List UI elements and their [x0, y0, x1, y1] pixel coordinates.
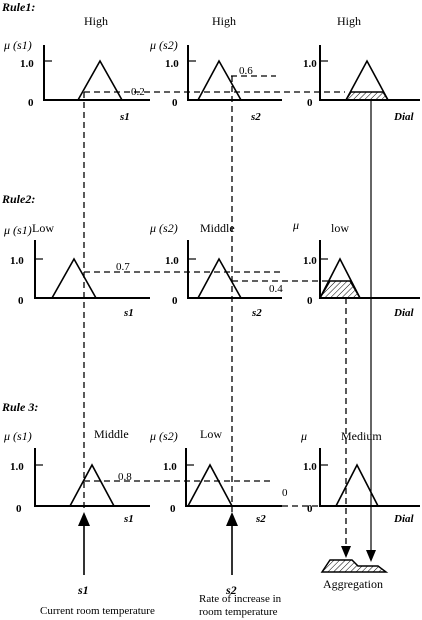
rule1-dial-high-membership: [345, 59, 389, 101]
rule1-s2-mu-label: μ (s2): [149, 38, 178, 52]
rule3-s2-mu-label: μ (s2): [149, 429, 178, 443]
rule2-s1-zero-tick: 0: [18, 295, 24, 307]
rule2-dial-axis-label: Dial: [393, 307, 415, 319]
rule2-dial-low-membership: [319, 257, 361, 299]
rule1-dial-one-tick: 1.0: [303, 58, 317, 70]
rule3-dial-zero-tick: 0: [307, 503, 313, 515]
rule1-s1-high-membership: [77, 59, 123, 101]
rule1-s1-mu-label: μ (s1): [3, 38, 32, 52]
s1-input-arrowhead: [78, 512, 90, 526]
rule3-dial-set-label: Medium: [341, 429, 382, 443]
rule3-s1-mu-label: μ (s1): [3, 429, 32, 443]
rule3-min-value: 0: [282, 487, 288, 499]
rule1-s1-axes: [43, 45, 150, 101]
rule2-min-value: 0.4: [269, 283, 283, 295]
rule1-min-value: 0.2: [131, 86, 145, 98]
rule2-dial-clipped-area: [318, 280, 362, 299]
rule2-s2-middle-membership: [197, 257, 242, 299]
rule3-dial-mu-label: μ: [300, 429, 307, 443]
rule3-s2-axis-label: s2: [255, 513, 266, 525]
rule2-dial-zero-tick: 0: [307, 295, 313, 307]
rule1-s2-axis-label: s2: [250, 111, 261, 123]
aggregated-output-shape: [320, 559, 389, 573]
rule1-s2-one-tick: 1.0: [165, 58, 179, 70]
s2-input-caption-line2: room temperature: [199, 606, 278, 618]
rule2-s1-mu-label: μ (s1): [3, 223, 32, 237]
s2-input-label: s2: [225, 583, 237, 597]
aggregation-label: Aggregation: [323, 577, 383, 591]
rule1-dial-set-label: High: [337, 14, 361, 28]
rule2-s1-axis-label: s1: [123, 307, 134, 319]
rule2-s2-one-tick: 1.0: [165, 255, 179, 267]
s1-input-label: s1: [77, 583, 89, 597]
rule2-dial-set-label: low: [331, 221, 349, 235]
rule2-dial-one-tick: 1.0: [303, 255, 317, 267]
rule3-dial-medium-membership: [335, 463, 379, 507]
rule3-s2-set-label: Low: [200, 427, 222, 441]
s2-input-caption-line1: Rate of increase in: [199, 593, 282, 605]
rule1-s2-set-label: High: [212, 14, 236, 28]
rule1-s1-set-label: High: [84, 14, 108, 28]
rule3-s2-one-tick: 1.0: [163, 461, 177, 473]
rule1-aggregation-arrowhead: [366, 550, 376, 562]
rule1-s1-axis-label: s1: [119, 111, 130, 123]
rule1-label: Rule1:: [1, 0, 35, 14]
rule3-s2-axes: [185, 448, 282, 507]
s1-input-caption: Current room temperature: [40, 605, 155, 617]
rule3-s2-low-membership: [187, 463, 233, 507]
rule2-label: Rule2:: [1, 192, 35, 206]
rule2-s2-set-label: Middle: [200, 221, 235, 235]
rule2-s2-mu-label: μ (s2): [149, 221, 178, 235]
rule1-dial-axis-label: Dial: [393, 111, 415, 123]
rule1-s2-axes: [187, 45, 282, 101]
rule2-s1-one-tick: 1.0: [10, 255, 24, 267]
rule1-dial-clipped-area: [344, 91, 390, 101]
rule3-label: Rule 3:: [1, 400, 38, 414]
rule3-dial-one-tick: 1.0: [303, 461, 317, 473]
rule1-s1-zero-tick: 0: [28, 97, 34, 109]
rule1-s2-cut-value: 0.6: [239, 65, 253, 77]
rule1-dial-zero-tick: 0: [307, 97, 313, 109]
rule2-s2-axis-label: s2: [251, 307, 262, 319]
rule3-dial-axis-label: Dial: [393, 513, 415, 525]
rule2-s1-cut-value: 0.7: [116, 261, 130, 273]
rule3-s1-cut-value: 0.8: [118, 471, 132, 483]
rule3-s1-one-tick: 1.0: [10, 461, 24, 473]
rule3-s1-axes: [34, 448, 150, 507]
rule1-s1-one-tick: 1.0: [20, 58, 34, 70]
rule1-s2-zero-tick: 0: [172, 97, 178, 109]
rule3-s1-zero-tick: 0: [16, 503, 22, 515]
rule2-dial-mu-label: μ: [292, 218, 299, 232]
rule2-aggregation-arrowhead: [341, 546, 351, 558]
s2-input-arrowhead: [226, 512, 238, 526]
rule2-s2-zero-tick: 0: [172, 295, 178, 307]
rule3-dial-axes: [319, 448, 420, 507]
rule2-s1-axes: [34, 240, 150, 299]
rule2-s1-set-label: Low: [32, 221, 54, 235]
rule3-s2-zero-tick: 0: [170, 503, 176, 515]
rule2-s1-low-membership: [51, 257, 97, 299]
rule1-s2-high-membership: [197, 59, 242, 101]
rule3-s1-set-label: Middle: [94, 427, 129, 441]
rule3-s1-axis-label: s1: [123, 513, 134, 525]
rule3-s1-middle-membership: [69, 463, 115, 507]
